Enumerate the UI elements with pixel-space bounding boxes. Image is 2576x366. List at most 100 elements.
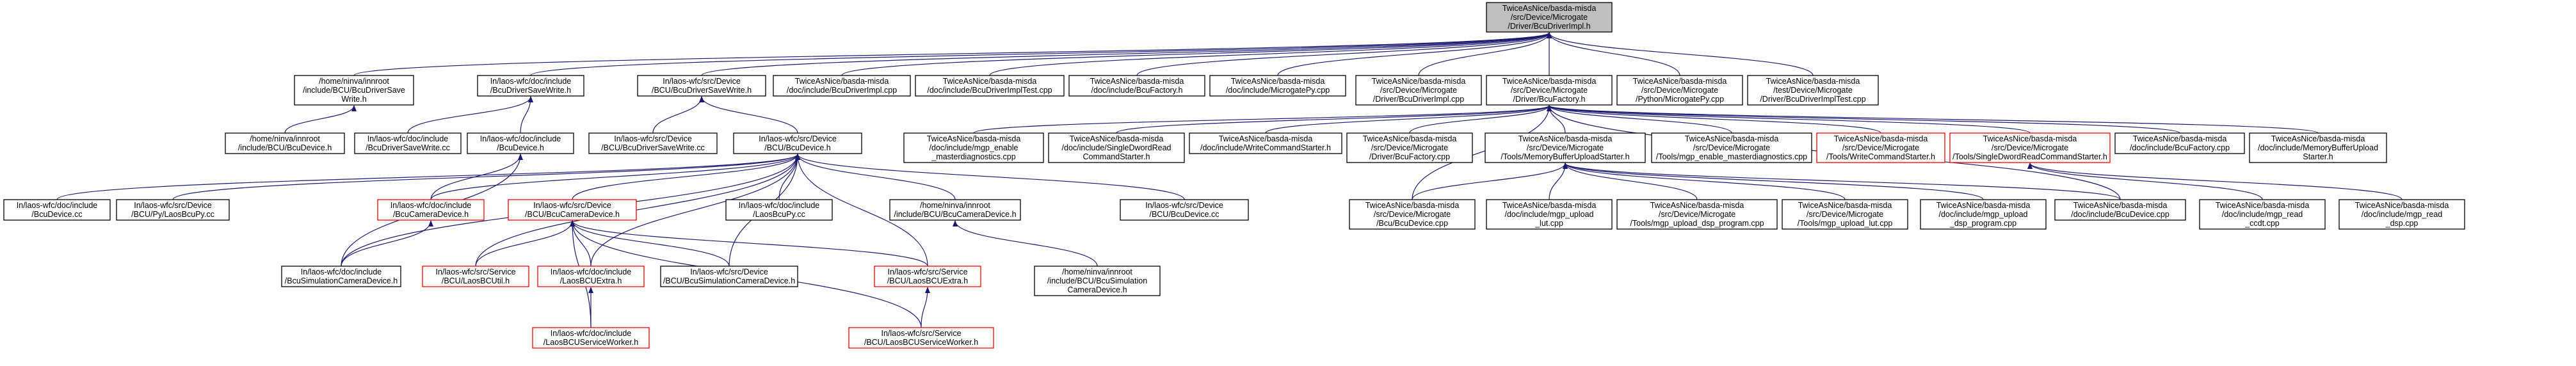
graph-node-in-laos-wfc-doc-include-bcudevice-h[interactable]: In/laos-wfc/doc/include/BcuDevice.h [467, 132, 574, 154]
graph-node-twiceasnice-basda-misda-src-device-microgate-bcu-bcudevice-cpp[interactable]: TwiceAsNice/basda-misda/src/Device/Micro… [1349, 199, 1476, 230]
node-box[interactable] [915, 75, 1065, 97]
node-box[interactable] [1747, 75, 1879, 106]
graph-node-in-laos-wfc-src-device-bcu-bcudriversavewrite-cc[interactable]: In/laos-wfc/src/Device/BCU/BcuDriverSave… [588, 132, 718, 154]
node-box[interactable] [1034, 266, 1161, 296]
graph-node-twiceasnice-basda-misda-test-device-microgate-driver-bcudriverimpltest-cpp[interactable]: TwiceAsNice/basda-misda/test/Device/Micr… [1747, 75, 1879, 106]
graph-node-twiceasnice-basda-misda-src-device-microgate-tools-mgp-upload-dsp-program-cpp[interactable]: TwiceAsNice/basda-misda/src/Device/Micro… [1616, 199, 1778, 230]
node-box[interactable] [773, 75, 911, 97]
node-box[interactable] [225, 132, 345, 154]
node-box[interactable] [377, 199, 485, 221]
graph-node-in-laos-wfc-src-service-bcu-laosbcuserviceworker-h[interactable]: In/laos-wfc/src/Service/BCU/LaosBCUServi… [848, 327, 994, 349]
node-box[interactable] [1485, 132, 1646, 163]
graph-node-twiceasnice-basda-misda-doc-include-microgatepy-cpp[interactable]: TwiceAsNice/basda-misda/doc/include/Micr… [1209, 75, 1346, 97]
node-box[interactable] [1816, 132, 1945, 163]
node-box[interactable] [532, 327, 650, 349]
node-box[interactable] [1048, 132, 1185, 163]
graph-node-in-laos-wfc-src-device-bcu-bcudevice-h[interactable]: In/laos-wfc/src/Device/BCU/BcuDevice.h [733, 132, 862, 154]
graph-node-twiceasnice-basda-misda-doc-include-mgp-read-ccdt-cpp[interactable]: TwiceAsNice/basda-misda/doc/include/mgp_… [2199, 199, 2326, 230]
node-box[interactable] [537, 266, 645, 287]
graph-node-in-laos-wfc-doc-include-laosbcuextra-h[interactable]: In/laos-wfc/doc/include/LaosBCUExtra.h [537, 266, 645, 287]
node-box[interactable] [903, 132, 1044, 163]
node-box[interactable] [2054, 199, 2186, 221]
graph-node-in-laos-wfc-src-device-bcu-bcudriversavewrite-h[interactable]: In/laos-wfc/src/Device/BCU/BcuDriverSave… [637, 75, 766, 97]
graph-node-home-ninva-innroot-include-bcu-bcusimulation-cameradevice-h[interactable]: /home/ninva/innroot/include/BCU/BcuSimul… [1034, 266, 1161, 296]
graph-node-in-laos-wfc-src-service-bcu-laosbcuextra-h[interactable]: In/laos-wfc/src/Service/BCU/LaosBCUExtra… [874, 266, 981, 287]
node-box[interactable] [874, 266, 981, 287]
node-box[interactable] [281, 266, 401, 287]
graph-node-twiceasnice-basda-misda-doc-include-bcudevice-cpp[interactable]: TwiceAsNice/basda-misda/doc/include/BcuD… [2054, 199, 2186, 221]
node-box[interactable] [1920, 199, 2047, 230]
graph-node-twiceasnice-basda-misda-doc-include-bcudriverimpl-cpp[interactable]: TwiceAsNice/basda-misda/doc/include/BcuD… [773, 75, 911, 97]
node-box[interactable] [2249, 132, 2387, 163]
graph-node-twiceasnice-basda-misda-src-device-microgate-driver-bcudriverimpl-cpp[interactable]: TwiceAsNice/basda-misda/src/Device/Micro… [1355, 75, 1482, 106]
node-box[interactable] [116, 199, 230, 221]
node-box[interactable] [422, 266, 529, 287]
graph-node-twiceasnice-basda-misda-src-device-microgate-driver-bcufactory-cpp[interactable]: TwiceAsNice/basda-misda/src/Device/Micro… [1346, 132, 1473, 163]
node-box[interactable] [733, 132, 862, 154]
node-box[interactable] [660, 266, 798, 287]
node-box[interactable] [1486, 2, 1613, 33]
node-box[interactable] [725, 199, 833, 221]
node-box[interactable] [354, 132, 462, 154]
node-box[interactable] [508, 199, 637, 221]
graph-node-in-laos-wfc-src-device-bcu-py-laosbcupy-cc[interactable]: In/laos-wfc/src/Device/BCU/Py/LaosBcuPy.… [116, 199, 230, 221]
graph-node-twiceasnice-basda-misda-src-device-microgate-python-microgatepy-cpp[interactable]: TwiceAsNice/basda-misda/src/Device/Micro… [1616, 75, 1743, 106]
node-box[interactable] [477, 75, 584, 97]
node-box[interactable] [1120, 199, 1249, 221]
graph-node-in-laos-wfc-doc-include-bcudriversavewrite-h[interactable]: In/laos-wfc/doc/include/BcuDriverSaveWri… [477, 75, 584, 97]
graph-node-twiceasnice-basda-misda-src-device-microgate-tools-mgp-upload-lut-cpp[interactable]: TwiceAsNice/basda-misda/src/Device/Micro… [1782, 199, 1908, 230]
graph-node-twiceasnice-basda-misda-src-device-microgate-driver-bcufactory-h[interactable]: TwiceAsNice/basda-misda/src/Device/Micro… [1486, 75, 1613, 106]
node-box[interactable] [1616, 75, 1743, 106]
graph-node-home-ninva-innroot-include-bcu-bcudevice-h[interactable]: /home/ninva/innroot/include/BCU/BcuDevic… [225, 132, 345, 154]
node-box[interactable] [2114, 132, 2245, 154]
graph-node-home-ninva-innroot-include-bcu-bcucameradevice-h[interactable]: /home/ninva/innroot/include/BCU/BcuCamer… [889, 199, 1021, 221]
graph-node-in-laos-wfc-doc-include-bcudriversavewrite-cc[interactable]: In/laos-wfc/doc/include/BcuDriverSaveWri… [354, 132, 462, 154]
node-box[interactable] [467, 132, 574, 154]
node-box[interactable] [294, 75, 414, 106]
node-box[interactable] [889, 199, 1021, 221]
node-box[interactable] [1486, 199, 1613, 230]
graph-node-twiceasnice-basda-misda-doc-include-mgp-read-dsp-cpp[interactable]: TwiceAsNice/basda-misda/doc/include/mgp_… [2339, 199, 2465, 230]
node-box[interactable] [637, 75, 766, 97]
node-box[interactable] [2339, 199, 2465, 230]
graph-node-twiceasnice-basda-misda-doc-include-bcufactory-h[interactable]: TwiceAsNice/basda-misda/doc/include/BcuF… [1068, 75, 1205, 97]
graph-node-in-laos-wfc-doc-include-bcusimulationcameradevice-h[interactable]: In/laos-wfc/doc/include/BcuSimulationCam… [281, 266, 401, 287]
node-box[interactable] [1209, 75, 1346, 97]
graph-node-twiceasnice-basda-misda-doc-include-mgp-upload-lut-cpp[interactable]: TwiceAsNice/basda-misda/doc/include/mgp_… [1486, 199, 1613, 230]
node-box[interactable] [588, 132, 718, 154]
node-box[interactable] [1349, 199, 1476, 230]
node-box[interactable] [1782, 199, 1908, 230]
node-box[interactable] [1651, 132, 1812, 163]
node-box[interactable] [2199, 199, 2326, 230]
graph-node-twiceasnice-basda-misda-src-device-microgate-tools-memorybufferuploadstarter-h[interactable]: TwiceAsNice/basda-misda/src/Device/Micro… [1485, 132, 1646, 163]
graph-node-twiceasnice-basda-misda-doc-include-mgp-upload-dsp-program-cpp[interactable]: TwiceAsNice/basda-misda/doc/include/mgp_… [1920, 199, 2047, 230]
graph-node-twiceasnice-basda-misda-doc-include-writecommandstarter-h[interactable]: TwiceAsNice/basda-misda/doc/include/Writ… [1189, 132, 1342, 154]
graph-node-in-laos-wfc-src-device-bcu-bcudevice-cc[interactable]: In/laos-wfc/src/Device/BCU/BcuDevice.cc [1120, 199, 1249, 221]
graph-node-home-ninva-innroot-include-bcu-bcudriversave-write-h[interactable]: /home/ninva/innroot/include/BCU/BcuDrive… [294, 75, 414, 106]
graph-node-twiceasnice-basda-misda-src-device-microgate-tools-writecommandstarter-h[interactable]: TwiceAsNice/basda-misda/src/Device/Micro… [1816, 132, 1945, 163]
graph-node-in-laos-wfc-src-device-bcu-bcucameradevice-h[interactable]: In/laos-wfc/src/Device/BCU/BcuCameraDevi… [508, 199, 637, 221]
graph-node-twiceasnice-basda-misda-doc-include-mgp-enable-masterdiagnostics-cpp[interactable]: TwiceAsNice/basda-misda/doc/include/mgp_… [903, 132, 1044, 163]
graph-node-twiceasnice-basda-misda-doc-include-singledwordread-commandstarter-h[interactable]: TwiceAsNice/basda-misda/doc/include/Sing… [1048, 132, 1185, 163]
graph-node-in-laos-wfc-doc-include-bcucameradevice-h[interactable]: In/laos-wfc/doc/include/BcuCameraDevice.… [377, 199, 485, 221]
graph-node-in-laos-wfc-doc-include-laosbcupy-cc[interactable]: In/laos-wfc/doc/include/LaosBcuPy.cc [725, 199, 833, 221]
node-box[interactable] [1949, 132, 2111, 163]
graph-node-in-laos-wfc-doc-include-bcudevice-cc[interactable]: In/laos-wfc/doc/include/BcuDevice.cc [3, 199, 111, 221]
graph-node-in-laos-wfc-src-device-bcu-bcusimulationcameradevice-h[interactable]: In/laos-wfc/src/Device/BCU/BcuSimulation… [660, 266, 798, 287]
node-box[interactable] [1346, 132, 1473, 163]
graph-node-twiceasnice-basda-misda-doc-include-memorybufferupload-starter-h[interactable]: TwiceAsNice/basda-misda/doc/include/Memo… [2249, 132, 2387, 163]
graph-node-in-laos-wfc-doc-include-laosbcuserviceworker-h[interactable]: In/laos-wfc/doc/include/LaosBCUServiceWo… [532, 327, 650, 349]
graph-node-twiceasnice-basda-misda-src-device-microgate-driver-bcudriverimpl-h[interactable]: TwiceAsNice/basda-misda/src/Device/Micro… [1486, 2, 1613, 33]
node-box[interactable] [1486, 75, 1613, 106]
node-box[interactable] [1355, 75, 1482, 106]
node-box[interactable] [1189, 132, 1342, 154]
graph-node-twiceasnice-basda-misda-doc-include-bcufactory-cpp[interactable]: TwiceAsNice/basda-misda/doc/include/BcuF… [2114, 132, 2245, 154]
node-box[interactable] [1616, 199, 1778, 230]
node-box[interactable] [1068, 75, 1205, 97]
graph-node-twiceasnice-basda-misda-doc-include-bcudriverimpltest-cpp[interactable]: TwiceAsNice/basda-misda/doc/include/BcuD… [915, 75, 1065, 97]
graph-node-twiceasnice-basda-misda-src-device-microgate-tools-mgp-enable-masterdiagnostics-cpp[interactable]: TwiceAsNice/basda-misda/src/Device/Micro… [1651, 132, 1812, 163]
graph-node-in-laos-wfc-src-service-bcu-laosbcutil-h[interactable]: In/laos-wfc/src/Service/BCU/LaosBCUtil.h [422, 266, 529, 287]
node-box[interactable] [3, 199, 111, 221]
node-box[interactable] [848, 327, 994, 349]
graph-node-twiceasnice-basda-misda-src-device-microgate-tools-singledwordreadcommandstarter-h[interactable]: TwiceAsNice/basda-misda/src/Device/Micro… [1949, 132, 2111, 163]
